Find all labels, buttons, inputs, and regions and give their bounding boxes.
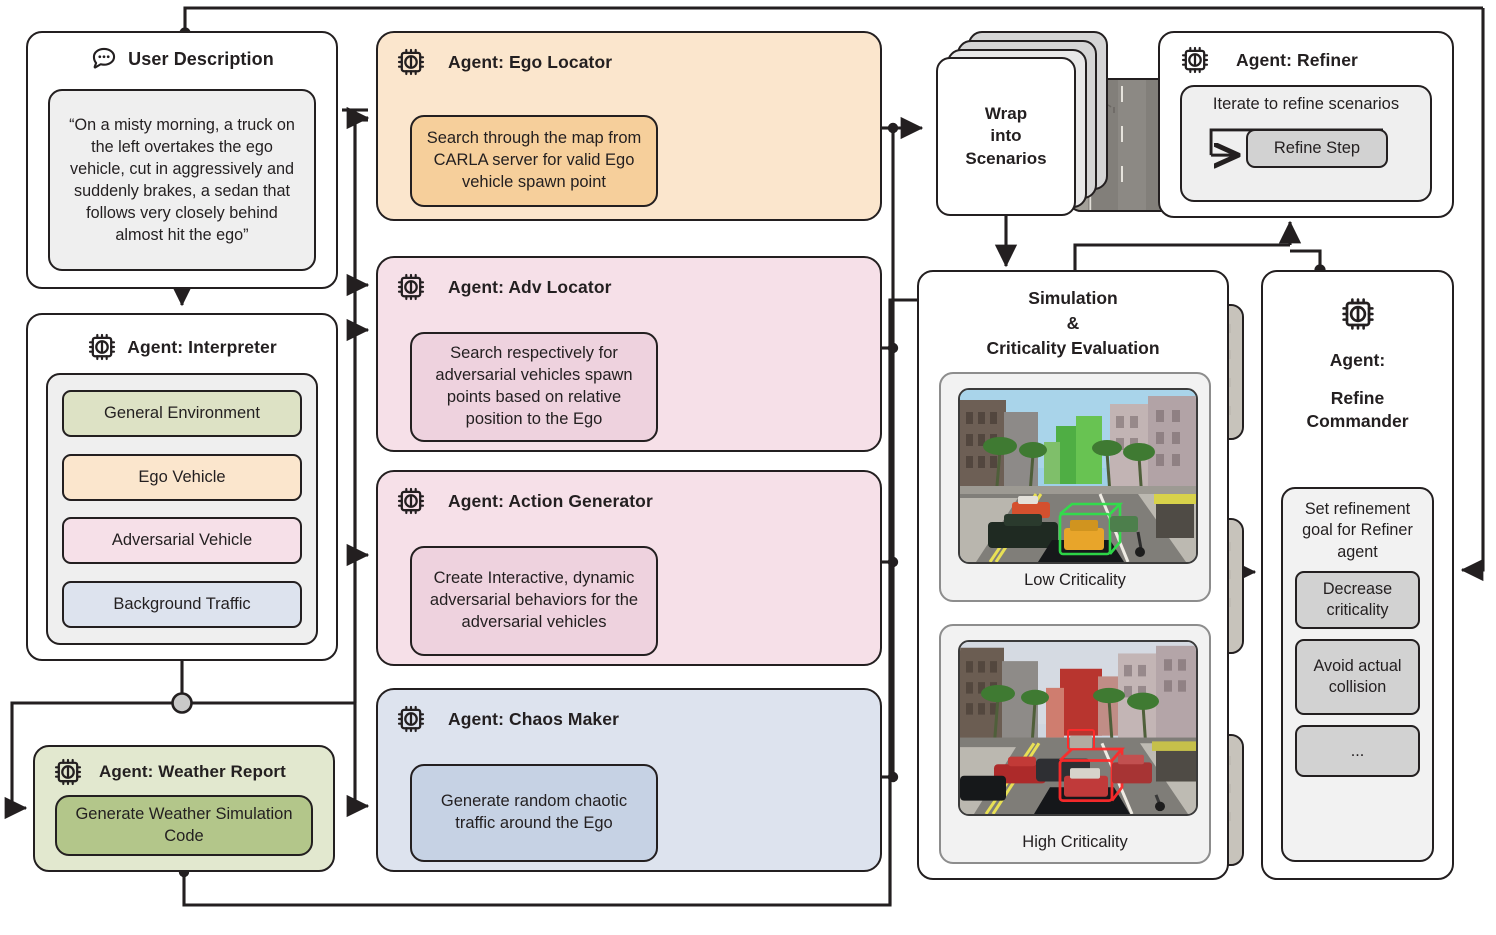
criticality-label-high: High Criticality	[1022, 833, 1128, 851]
weather-report-action-text: Generate Weather Simulation Code	[75, 804, 293, 845]
refiner-title: Agent: Refiner	[1236, 49, 1358, 70]
refine-commander-title-line-3: Commander	[1306, 410, 1409, 431]
agent-title-chaos-maker: Agent: Chaos Maker	[448, 708, 619, 729]
refine-commander-title: Agent: Refine Commander	[1263, 344, 1452, 432]
refiner-card: Agent: Refiner Iterate to refine scenari…	[1158, 31, 1454, 218]
wrap-label-line-1: Wrap	[984, 104, 1028, 124]
user-description-quote-text: “On a misty morning, a truck on the left…	[69, 115, 295, 245]
agent-description-text: Search respectively for adversarial vehi…	[435, 344, 633, 428]
speech-bubble-icon	[90, 45, 118, 73]
simulation-title-line-3: Criticality Evaluation	[986, 337, 1160, 358]
simulation-panel-title: Simulation & Criticality Evaluation	[919, 286, 1227, 361]
agent-description-text: Generate random chaotic traffic around t…	[440, 792, 628, 832]
interpreter-item-label: Ego Vehicle	[138, 467, 226, 486]
chip-icon	[53, 757, 83, 787]
chip-icon	[1340, 296, 1376, 332]
simulation-title-line-2: &	[1066, 312, 1080, 333]
refiner-loop-panel: Iterate to refine scenarios Refine Step	[1180, 85, 1432, 202]
goal-decrease-criticality[interactable]: Decrease criticality	[1295, 571, 1420, 630]
wrap-into-scenarios-label: Wrap into Scenarios	[965, 103, 1046, 169]
criticality-label-low: Low Criticality	[1024, 571, 1126, 589]
goal-label: Decrease criticality	[1322, 580, 1393, 620]
interpreter-item-background-traffic[interactable]: Background Traffic	[62, 580, 302, 628]
simulation-evaluation-panel: Simulation & Criticality Evaluation	[917, 270, 1229, 880]
agent-description-adv-locator: Search respectively for adversarial vehi…	[410, 332, 658, 442]
refine-commander-goal-text: Set refinement goal for Refiner agent	[1302, 500, 1413, 561]
agent-header-ego-locator: Agent: Ego Locator	[396, 47, 674, 77]
refine-commander-goal-panel: Set refinement goal for Refiner agent De…	[1281, 487, 1434, 862]
agent-title-action-generator: Agent: Action Generator	[448, 490, 653, 511]
agent-card-ego-locator: Agent: Ego Locator Search through the ma…	[376, 31, 1244, 221]
user-description-title: User Description	[128, 48, 274, 69]
chip-icon	[1180, 45, 1210, 75]
chip-icon	[87, 332, 117, 362]
weather-report-card: Agent: Weather Report Generate Weather S…	[33, 745, 335, 872]
goal-label: Avoid actual collision	[1313, 657, 1402, 697]
weather-report-title: Agent: Weather Report	[99, 762, 286, 781]
criticality-card-low[interactable]: Low Criticality	[939, 372, 1211, 602]
agent-description-chaos-maker: Generate random chaotic traffic around t…	[410, 764, 658, 862]
interpreter-item-label: Adversarial Vehicle	[111, 531, 253, 550]
weather-report-action-box[interactable]: Generate Weather Simulation Code	[55, 795, 313, 856]
interpreter-item-label: General Environment	[104, 404, 260, 423]
agent-description-text: Search through the map from CARLA server…	[426, 129, 642, 191]
goal-more-ellipsis[interactable]: ...	[1295, 725, 1420, 778]
agent-card-adv-locator: Agent: Adv Locator Search respectively f…	[376, 256, 1244, 452]
interpreter-aspect-list: General Environment Ego Vehicle Adversar…	[46, 373, 318, 645]
agent-description-text: Create Interactive, dynamic adversarial …	[429, 569, 639, 631]
wrap-label-line-3: Scenarios	[965, 148, 1047, 168]
user-description-header: User Description	[46, 45, 318, 73]
agent-header-adv-locator: Agent: Adv Locator	[396, 272, 674, 302]
refiner-header: Agent: Refiner	[1174, 45, 1438, 75]
agent-description-ego-locator: Search through the map from CARLA server…	[410, 115, 658, 207]
chip-icon	[396, 704, 426, 734]
refiner-iterate-text: Iterate to refine scenarios	[1212, 95, 1400, 113]
refine-commander-title-line-1: Agent:	[1329, 350, 1386, 370]
wrap-into-scenarios-stack: Wrap into Scenarios	[936, 31, 1108, 216]
agent-header-action-generator: Agent: Action Generator	[396, 486, 674, 516]
chip-icon	[396, 272, 426, 302]
refine-commander-icon-wrap	[1263, 296, 1452, 332]
agent-title-adv-locator: Agent: Adv Locator	[448, 276, 612, 297]
simulation-title-line-1: Simulation	[1028, 288, 1118, 308]
agent-title-ego-locator: Agent: Ego Locator	[448, 51, 613, 72]
interpreter-header: Agent: Interpreter	[42, 332, 322, 362]
agent-card-chaos-maker: Agent: Chaos Maker Generate random chaot…	[376, 688, 1244, 872]
agent-card-action-generator: Agent: Action Generator Create Interacti…	[376, 470, 1244, 666]
criticality-card-high[interactable]: High Criticality	[939, 624, 1211, 864]
interpreter-item-general-environment[interactable]: General Environment	[62, 390, 302, 438]
user-description-quote-box: “On a misty morning, a truck on the left…	[48, 89, 316, 271]
refine-step-label: Refine Step	[1273, 139, 1361, 157]
user-description-card: User Description “On a misty morning, a …	[26, 31, 338, 289]
criticality-image-high	[958, 640, 1198, 816]
chip-icon	[396, 47, 426, 77]
goal-label: ...	[1350, 741, 1365, 760]
interpreter-title: Agent: Interpreter	[127, 336, 277, 357]
agent-description-action-generator: Create Interactive, dynamic adversarial …	[410, 546, 658, 656]
refine-step-button[interactable]: Refine Step	[1246, 129, 1388, 168]
goal-avoid-actual-collision[interactable]: Avoid actual collision	[1295, 639, 1420, 716]
refine-commander-title-line-2: Refine	[1330, 388, 1385, 409]
interpreter-card: Agent: Interpreter General Environment E…	[26, 313, 338, 661]
wrap-label-line-2: into	[990, 126, 1022, 146]
interpreter-item-label: Background Traffic	[113, 594, 251, 613]
criticality-image-low	[958, 388, 1198, 564]
wrap-into-scenarios-card[interactable]: Wrap into Scenarios	[936, 57, 1076, 216]
weather-report-header: Agent: Weather Report	[47, 757, 321, 787]
interpreter-item-adversarial-vehicle[interactable]: Adversarial Vehicle	[62, 517, 302, 565]
agent-header-chaos-maker: Agent: Chaos Maker	[396, 704, 674, 734]
chip-icon	[396, 486, 426, 516]
interpreter-item-ego-vehicle[interactable]: Ego Vehicle	[62, 453, 302, 501]
refine-commander-card: Agent: Refine Commander Set refinement g…	[1261, 270, 1454, 880]
